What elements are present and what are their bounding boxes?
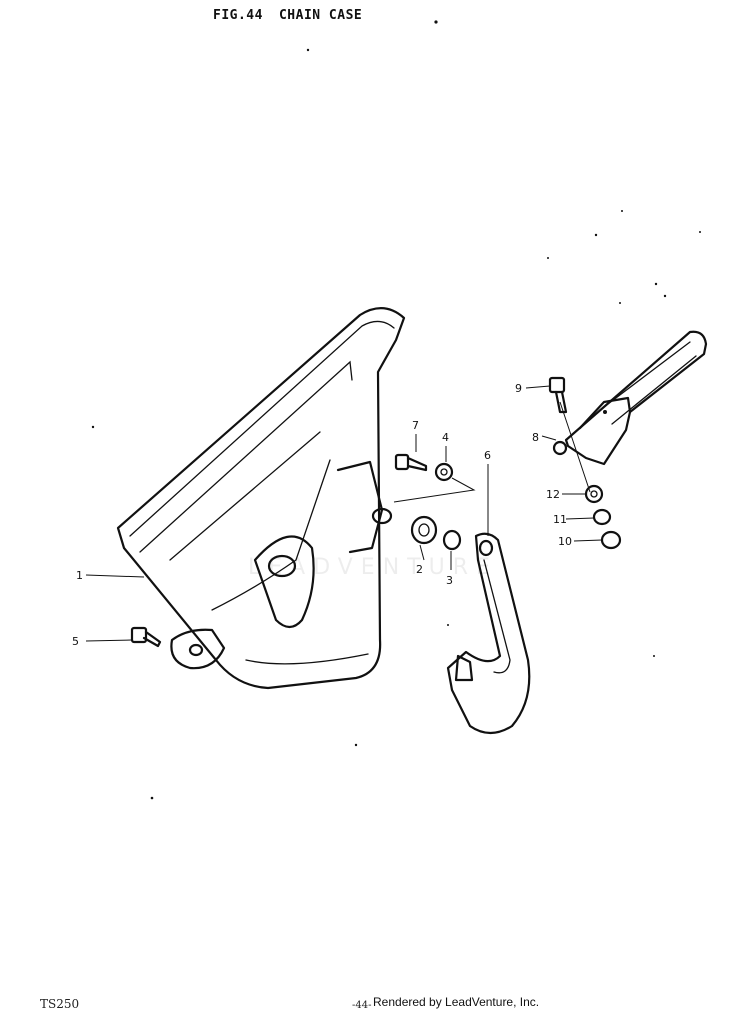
collar-part <box>442 529 462 551</box>
callout-6: 6 <box>484 449 491 462</box>
washer-part <box>434 462 454 482</box>
nut-10-part <box>600 530 622 550</box>
callout-5: 5 <box>72 635 79 648</box>
render-credit: Rendered by LeadVenture, Inc. <box>373 995 540 1009</box>
rod-bracket-part <box>552 330 708 466</box>
chain-case-part <box>116 307 406 690</box>
bolt-9-part <box>548 376 568 414</box>
figure-title: FIG.44 CHAIN CASE <box>213 8 362 23</box>
callout-labels: 1 2 3 4 5 6 7 8 9 10 11 12 <box>72 382 572 648</box>
callout-1: 1 <box>76 569 83 582</box>
callout-4: 4 <box>442 431 449 444</box>
callout-3: 3 <box>446 574 453 587</box>
callout-12: 12 <box>546 488 560 501</box>
leader-lines <box>85 385 603 642</box>
washer-12-part <box>584 484 604 504</box>
bracket-part <box>446 532 531 735</box>
bolt-part <box>394 453 428 472</box>
callout-9: 9 <box>515 382 522 395</box>
scan-speckles <box>91 20 701 800</box>
spacer-part <box>410 515 438 545</box>
page-number: -44- <box>352 1000 372 1011</box>
nut-11-part <box>592 508 612 526</box>
callout-10: 10 <box>558 535 572 548</box>
figure-name: CHAIN CASE <box>278 8 363 23</box>
figure-number: FIG.44 <box>213 8 263 23</box>
callout-2: 2 <box>416 563 423 576</box>
model-code: TS250 <box>40 997 80 1011</box>
bolt-5-part <box>130 626 162 648</box>
callout-8: 8 <box>532 431 539 444</box>
callout-7: 7 <box>412 419 419 432</box>
callout-11: 11 <box>553 513 567 526</box>
